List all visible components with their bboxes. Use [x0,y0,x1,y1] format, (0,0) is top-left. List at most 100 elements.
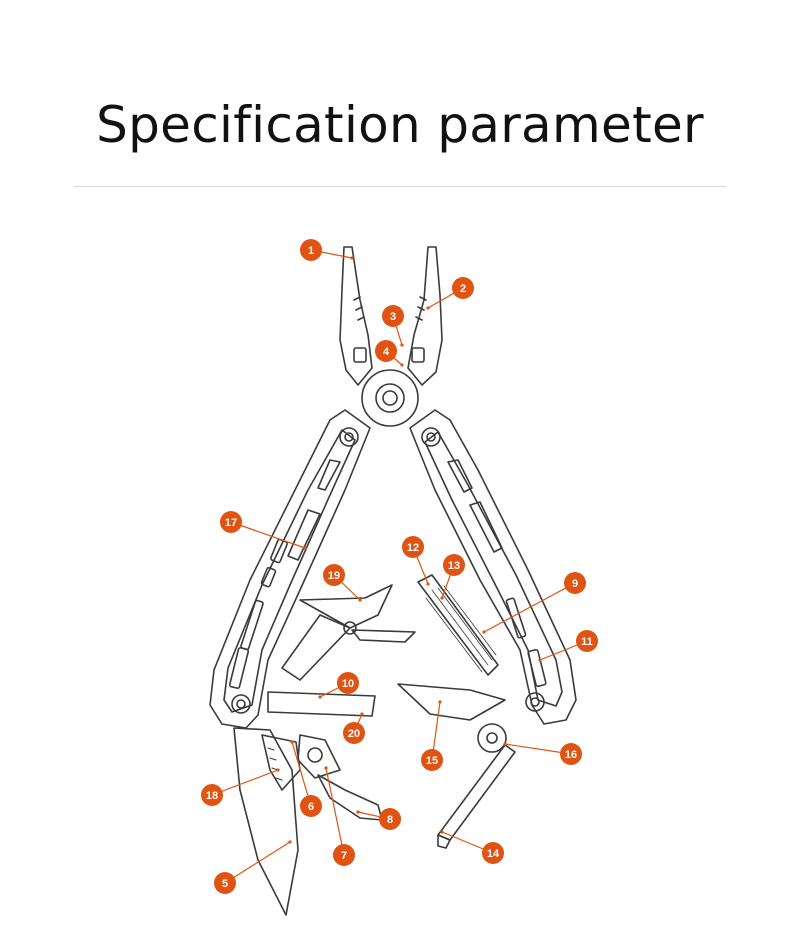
file-tool [417,574,499,676]
callout-18: 18 [201,784,223,806]
callout-2: 2 [452,277,474,299]
screwdriver-shaft [437,744,516,841]
callout-number: 5 [222,878,228,890]
callout-number: 10 [342,678,354,690]
scissors-blade-upper [299,584,393,629]
callout-leader-dot-11 [538,658,542,662]
callout-number: 9 [572,578,578,590]
scissors-handle [281,614,351,681]
callout-9: 9 [564,572,586,594]
callout-badge [576,630,598,652]
callout-leader-dot-8 [356,810,360,814]
callout-number: 16 [565,749,577,761]
scissors-pivot [343,621,357,635]
callout-badge [220,511,242,533]
right-handle-screw-top [421,427,441,447]
callout-leader-17 [230,521,306,549]
multitool-drawing [209,246,577,916]
callout-14: 14 [482,842,504,864]
callout-20: 20 [343,722,365,744]
callout-badge [564,572,586,594]
callout-number: 14 [487,848,500,860]
callout-1: 1 [300,239,322,261]
callout-leader-dot-5 [288,840,292,844]
bottle-opener-hole [307,747,323,763]
callout-number: 15 [426,755,438,767]
right-handle-inner [424,431,563,707]
callout-leader-dot-7 [324,766,328,770]
callout-badge [375,340,397,362]
callout-leader-dot-17 [303,546,307,550]
callout-leader-9 [483,582,576,633]
callout-17: 17 [220,511,242,533]
callout-leader-dot-2 [426,306,430,310]
callout-6: 6 [300,795,322,817]
left-handle-outline [209,409,371,729]
callout-number: 12 [407,542,419,554]
callout-15: 15 [421,749,443,771]
callout-number: 6 [308,801,314,813]
callout-leader-18 [211,769,279,796]
pivot-center [382,390,398,406]
callout-badge [337,672,359,694]
callout-badge [482,842,504,864]
pivot-inner [375,383,405,413]
callout-badge [201,784,223,806]
callout-leader-dot-16 [503,742,507,746]
callout-leader-16 [504,743,572,755]
right-cutter-slot [411,347,425,363]
callout-number: 19 [328,570,340,582]
screwdriver-head [437,834,451,849]
callout-7: 7 [333,844,355,866]
right-handle-outline [409,409,577,725]
callout-leader-5 [224,841,291,884]
right-handle-screw-top-inner [426,432,436,442]
callout-badge [382,305,404,327]
left-handle-screw-top [339,427,359,447]
callout-number: 3 [390,311,396,323]
callout-leader-dot-18 [276,768,280,772]
callout-number: 18 [206,790,218,802]
left-handle-slot-4 [228,647,250,689]
bit-holder [477,723,507,753]
callout-4: 4 [375,340,397,362]
saw-blade [261,734,301,791]
callout-3: 3 [382,305,404,327]
wrench-tool [267,691,376,717]
callout-leader-7 [325,767,345,856]
left-handle-slot-2 [260,566,277,588]
callout-10: 10 [337,672,359,694]
bit-holder-inner [486,732,498,744]
callout-leader-dot-20 [360,712,364,716]
callout-number: 8 [387,814,393,826]
title-divider [74,186,726,187]
left-cutter-slot [353,347,367,363]
callout-12: 12 [402,536,424,558]
callout-number: 2 [460,283,466,295]
left-handle-screw-bottom [231,694,251,714]
callout-number: 7 [341,850,347,862]
callout-19: 19 [323,564,345,586]
jaw-serration [353,296,427,321]
right-handle-window-2 [469,501,503,553]
callout-number: 13 [448,560,460,572]
callout-badge [343,722,365,744]
callout-badge [452,277,474,299]
callout-badge [300,795,322,817]
callout-number: 20 [348,728,360,740]
right-jaw [407,246,443,386]
callout-badge [333,844,355,866]
callout-11: 11 [576,630,598,652]
callout-badge [379,808,401,830]
callout-badge [402,536,424,558]
callout-leader-dot-10 [318,695,322,699]
callout-8: 8 [379,808,401,830]
left-jaw [339,246,373,386]
callout-leader-dot-4 [400,363,404,367]
right-handle-slot-1 [505,597,527,639]
callout-leader-dot-14 [440,830,444,834]
callout-leader-dot-6 [290,740,294,744]
callout-leader-dot-15 [438,700,442,704]
left-handle-window-2 [287,509,321,561]
file-texture [425,585,497,673]
